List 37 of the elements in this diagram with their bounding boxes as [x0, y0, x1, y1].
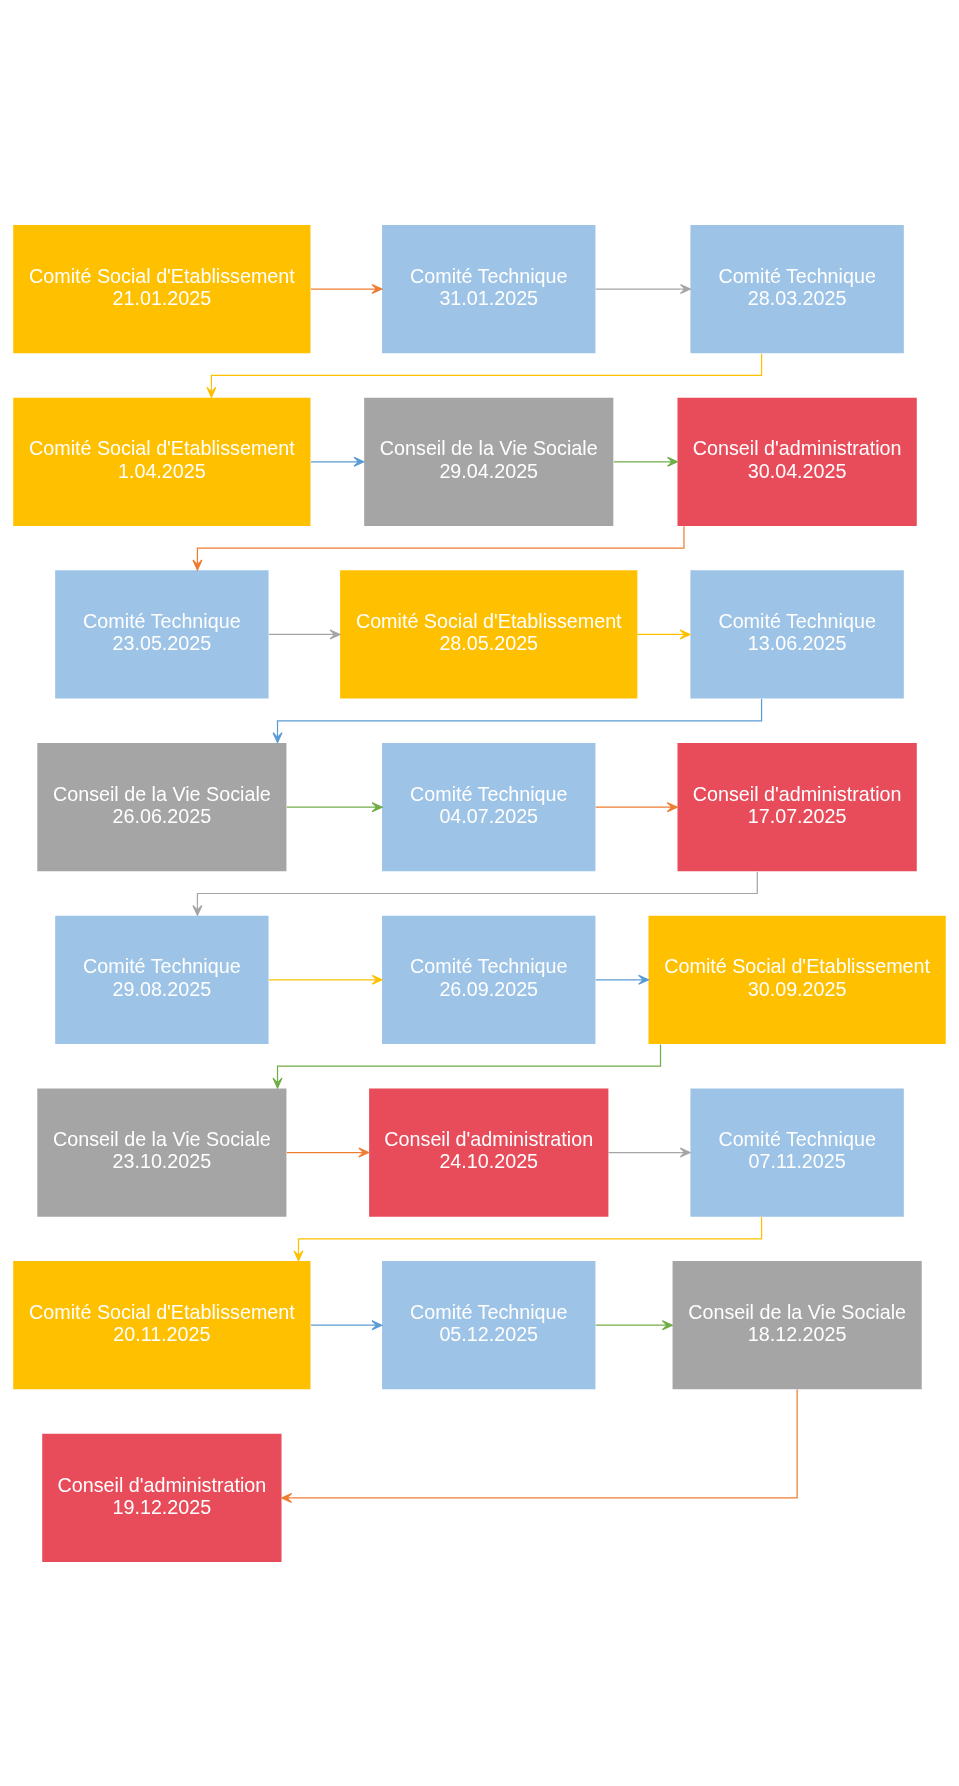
node-box: Comité Technique 31.01.2025	[382, 224, 596, 353]
node-box: Comité Social d'Etablissement 20.11.2025	[13, 1260, 311, 1389]
arrow	[281, 1388, 798, 1503]
node-box: Comité Technique 29.08.2025	[55, 915, 269, 1044]
arrow	[607, 1147, 691, 1158]
arrow	[595, 801, 678, 812]
arrow	[595, 1319, 673, 1330]
arrow	[268, 628, 341, 639]
node-box: Comité Social d'Etablissement 28.05.2025	[340, 569, 638, 699]
arrow	[310, 283, 383, 294]
arrow	[268, 974, 383, 985]
node-box: Comité Technique 05.12.2025	[382, 1260, 596, 1389]
node-box: Conseil d'administration 24.10.2025	[369, 1087, 609, 1217]
node-box: Conseil de la Vie Sociale 23.10.2025	[37, 1087, 287, 1217]
node-box: Comité Technique 28.03.2025	[690, 224, 904, 353]
node-box: Conseil d'administration 17.07.2025	[677, 742, 917, 871]
arrow	[310, 456, 365, 467]
node-box: Conseil de la Vie Sociale 18.12.2025	[672, 1260, 922, 1389]
arrow	[636, 628, 691, 639]
arrow	[310, 1319, 383, 1330]
node-box: Comité Social d'Etablissement 21.01.2025	[13, 224, 311, 353]
arrow	[595, 283, 691, 294]
node-box: Conseil de la Vie Sociale 26.06.2025	[37, 742, 287, 871]
arrow	[286, 1147, 370, 1158]
node-box: Comité Technique 26.09.2025	[382, 915, 596, 1044]
node-box: Conseil d'administration 19.12.2025	[42, 1433, 282, 1562]
node-box: Comité Social d'Etablissement 1.04.2025	[13, 397, 311, 526]
arrow	[613, 456, 679, 467]
arrow	[595, 974, 650, 985]
node-box: Comité Technique 13.06.2025	[690, 569, 904, 699]
node-box: Comité Social d'Etablissement 30.09.2025	[648, 915, 946, 1044]
node-box: Conseil d'administration 30.04.2025	[677, 397, 917, 526]
arrow	[286, 801, 383, 812]
node-box: Comité Technique 23.05.2025	[55, 569, 269, 699]
node-box: Comité Technique 07.11.2025	[690, 1087, 904, 1217]
node-box: Conseil de la Vie Sociale 29.04.2025	[364, 397, 614, 526]
node-box: Comité Technique 04.07.2025	[382, 742, 596, 871]
